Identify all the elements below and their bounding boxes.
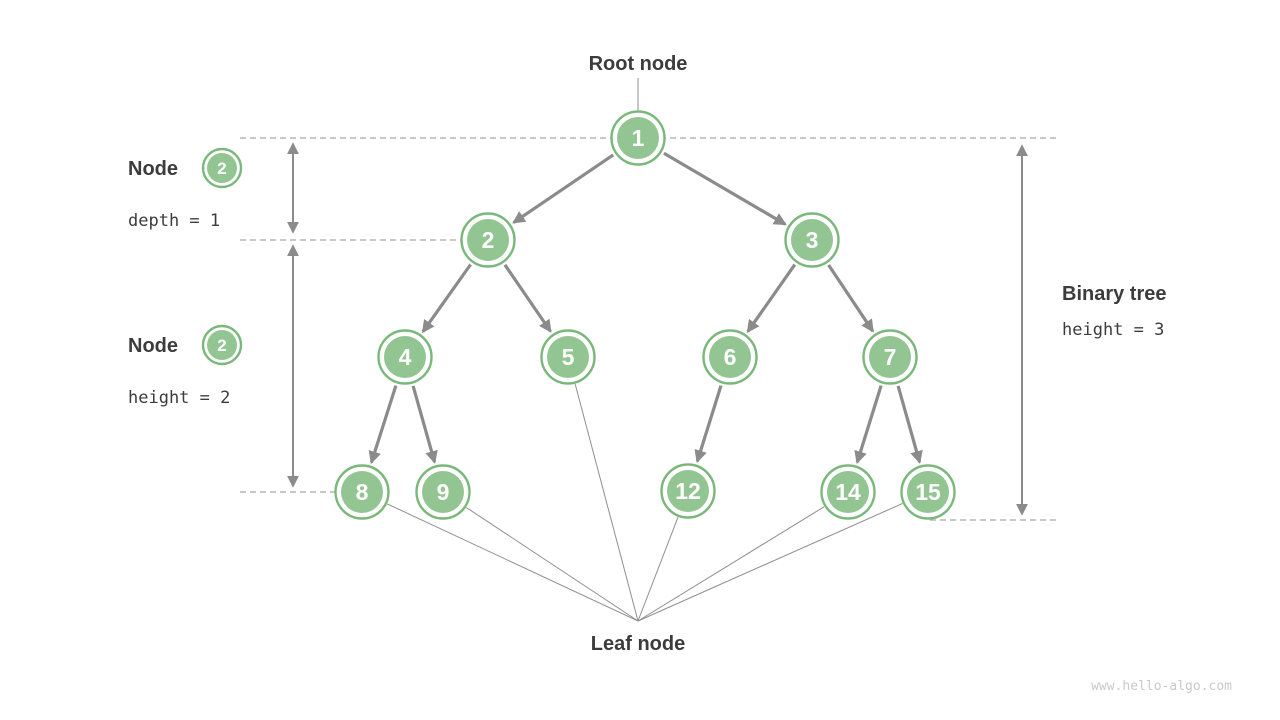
tree-height-annotation-metric: height = 3 — [1062, 320, 1164, 340]
edge-4-8 — [368, 385, 398, 465]
tree-node-9: 9 — [415, 464, 471, 520]
tree-node-4: 4 — [377, 329, 433, 385]
leaf-line-5 — [574, 383, 639, 622]
node-1-fill — [617, 117, 659, 159]
leaf-line-14 — [637, 506, 825, 622]
measure-arrows — [287, 142, 1028, 516]
tree-node-15: 15 — [900, 464, 956, 520]
node-1-value: 1 — [632, 125, 645, 151]
edge-2-5 — [503, 263, 552, 333]
level-dashed-lines — [240, 137, 1056, 521]
node-height-annotation-badge-fill — [207, 330, 237, 360]
tree-height-annotation: Binary tree height = 3 — [1062, 283, 1167, 340]
tree-edges — [368, 151, 923, 465]
edge-1-2 — [512, 153, 615, 224]
node-14-value: 14 — [835, 479, 861, 505]
node-2-value: 2 — [482, 227, 495, 253]
leaf-line-9 — [466, 507, 639, 622]
depth-annotation: Node 2 depth = 1 — [128, 147, 243, 231]
depth-annotation-badge-value: 2 — [217, 159, 226, 178]
tree-node-5: 5 — [540, 329, 596, 385]
node-8-fill — [341, 471, 383, 513]
node-5-fill — [547, 336, 589, 378]
tree-node-6: 6 — [702, 329, 758, 385]
edge-1-3 — [663, 151, 787, 226]
watermark-text: www.hello-algo.com — [1091, 679, 1232, 694]
edge-7-15 — [896, 385, 923, 464]
tree-node-14: 14 — [820, 464, 876, 520]
node-9-fill — [422, 471, 464, 513]
leaf-line-15 — [637, 503, 903, 622]
depth-annotation-metric: depth = 1 — [128, 211, 220, 231]
node-height-annotation-metric: height = 2 — [128, 388, 230, 408]
depth-annotation-badge-fill — [207, 153, 237, 183]
tree-node-7: 7 — [862, 329, 918, 385]
node-8-value: 8 — [356, 479, 369, 505]
node-5-value: 5 — [562, 344, 575, 370]
node-15-fill — [907, 471, 949, 513]
node-12-fill — [667, 470, 709, 512]
node-7-fill — [869, 336, 911, 378]
node-14-fill — [827, 471, 869, 513]
node-3-value: 3 — [806, 227, 819, 253]
leaf-connectors — [387, 383, 903, 622]
node-6-fill — [709, 336, 751, 378]
tree-node-2: 2 — [460, 212, 516, 268]
tree-height-annotation-label: Binary tree — [1062, 283, 1167, 305]
depth-annotation-label: Node — [128, 158, 178, 180]
edge-3-6 — [746, 263, 797, 333]
leaf-line-8 — [387, 503, 639, 622]
edge-4-9 — [411, 385, 438, 464]
edge-3-7 — [827, 264, 875, 333]
node-6-value: 6 — [724, 344, 737, 370]
node-4-value: 4 — [399, 344, 412, 370]
edge-2-4 — [421, 263, 472, 334]
tree-nodes: 1 2 3 4 5 6 7 — [334, 110, 956, 520]
tree-node-12: 12 — [660, 463, 716, 519]
tree-node-1: 1 — [610, 110, 666, 166]
root-node-label: Root node — [589, 53, 688, 75]
node-7-value: 7 — [884, 344, 897, 370]
node-9-value: 9 — [437, 479, 450, 505]
node-height-annotation-label: Node — [128, 335, 178, 357]
edge-6-12 — [694, 385, 723, 464]
node-3-fill — [791, 219, 833, 261]
node-12-value: 12 — [675, 478, 701, 504]
node-4-fill — [384, 336, 426, 378]
tree-node-3: 3 — [784, 212, 840, 268]
node-height-annotation-badge-value: 2 — [217, 336, 226, 355]
node-2-fill — [467, 219, 509, 261]
node-15-value: 15 — [915, 479, 941, 505]
leaf-node-label: Leaf node — [591, 633, 685, 655]
node-height-annotation: Node 2 height = 2 — [128, 324, 243, 408]
tree-node-8: 8 — [334, 464, 390, 520]
edge-7-14 — [854, 385, 883, 465]
leaf-line-12 — [637, 517, 679, 622]
